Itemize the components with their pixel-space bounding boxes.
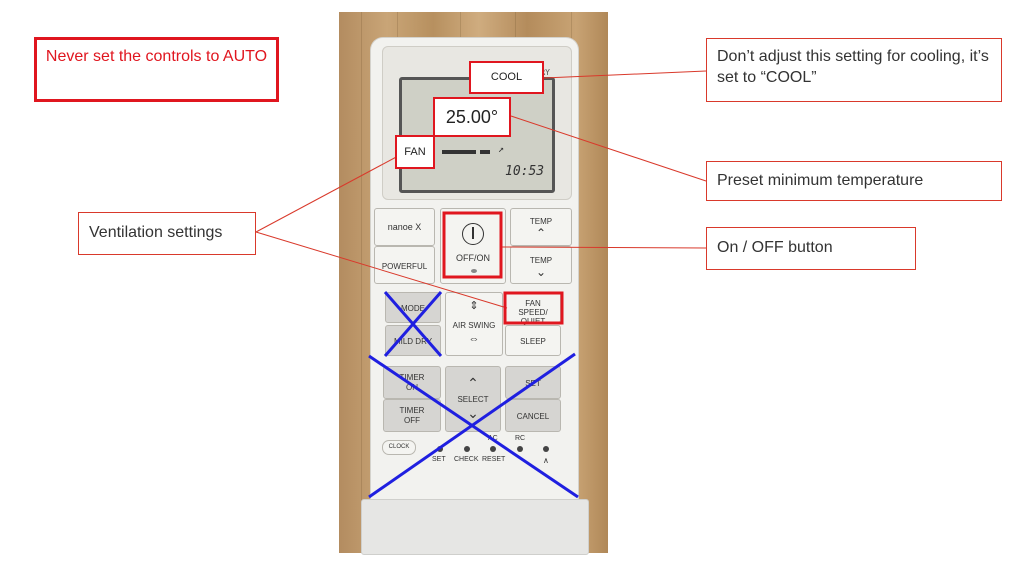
- wifi-icon: ∧: [543, 456, 549, 465]
- nanoex-button[interactable]: nanoe X: [374, 208, 435, 246]
- swing-vertical-icon: ⇕: [469, 300, 479, 312]
- ventilation-note: Ventilation settings: [78, 212, 256, 255]
- lower-cross: [368, 352, 576, 499]
- wifi-led: [543, 446, 549, 452]
- fan-tag: FAN: [395, 135, 435, 169]
- reset-label: RESET: [482, 456, 506, 463]
- temp-up-button[interactable]: TEMP ⌃: [510, 208, 572, 246]
- power-led: [471, 269, 477, 273]
- lower-cross: [368, 354, 579, 499]
- temp-pointer-line: [510, 115, 707, 182]
- cool-pointer-line: [543, 70, 707, 79]
- power-icon-line: [472, 227, 474, 239]
- lcd-clock: 10:53: [505, 164, 545, 179]
- temp-note: Preset minimum temperature: [706, 161, 1002, 201]
- temperature-tag: 25.00°: [433, 97, 511, 137]
- check-hole[interactable]: [464, 446, 470, 452]
- mild-dry-button[interactable]: MILD DRY: [385, 325, 441, 356]
- chevron-down-icon: ⌄: [535, 265, 547, 279]
- temp-down-button[interactable]: TEMP ⌄: [510, 246, 572, 284]
- clock-button[interactable]: CLOCK: [382, 440, 416, 455]
- powerful-button[interactable]: POWERFUL: [374, 246, 435, 284]
- timer-off-button[interactable]: TIMER OFF: [383, 399, 441, 432]
- off-on-button[interactable]: OFF/ON: [440, 208, 506, 284]
- sleep-button[interactable]: SLEEP: [505, 325, 561, 356]
- rc-label: RC: [515, 435, 526, 442]
- fan-bar: [480, 150, 490, 154]
- cool-note: Don’t adjust this setting for cooling, i…: [706, 38, 1002, 102]
- power-note: On / OFF button: [706, 227, 916, 270]
- select-up-icon: ⌃: [467, 375, 479, 391]
- mode-button[interactable]: MODE: [385, 292, 441, 323]
- lcd-fan-icon: ↗: [498, 144, 505, 155]
- fan-speed-pointer-line: [255, 231, 508, 309]
- cancel-button[interactable]: CANCEL: [505, 399, 561, 432]
- battery-cover: [361, 499, 589, 555]
- fan-speed-highlight: [503, 291, 564, 325]
- fan-pointer-line: [255, 154, 401, 233]
- ac-reset-hole[interactable]: [490, 446, 496, 452]
- power-highlight: [442, 211, 503, 279]
- check-label: CHECK: [454, 456, 479, 463]
- select-button[interactable]: ⌃ SELECT ⌄: [445, 366, 501, 432]
- set-small-label: SET: [432, 456, 446, 463]
- power-icon: [462, 223, 484, 245]
- mode-cross: [383, 291, 443, 357]
- rc-reset-hole[interactable]: [517, 446, 523, 452]
- auto-warning: Never set the controls to AUTO: [34, 37, 279, 102]
- chevron-up-icon: ⌃: [535, 226, 547, 240]
- swing-horizontal-icon: ⇔: [468, 333, 480, 345]
- fan-bar: [442, 150, 476, 154]
- air-swing-button[interactable]: ⇕ AIR SWING ⇔: [445, 292, 503, 356]
- select-down-icon: ⌄: [467, 405, 479, 421]
- power-pointer-line: [499, 246, 707, 249]
- cool-tag: COOL: [469, 61, 544, 94]
